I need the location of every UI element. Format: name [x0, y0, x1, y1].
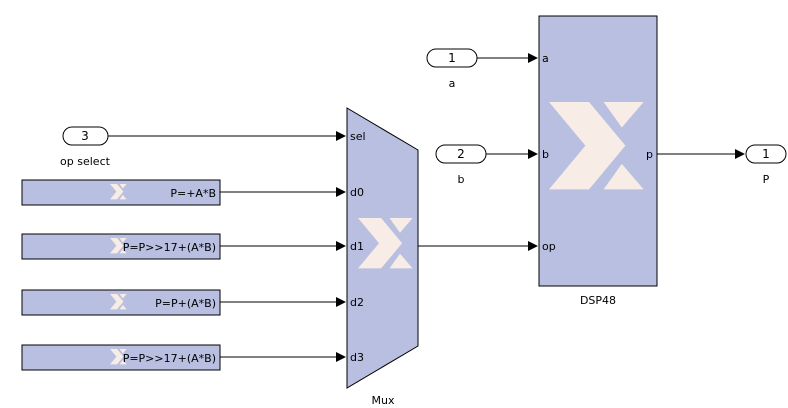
mux-port-sel: sel — [350, 130, 366, 143]
mux-block[interactable]: sel d0 d1 d2 d3 Mux — [346, 107, 419, 407]
arrow-d1 — [336, 241, 346, 251]
outport-p-label: P — [763, 173, 770, 186]
constant-0-text: P=+A*B — [170, 187, 216, 200]
arrow-d0 — [336, 187, 346, 197]
outport-p[interactable]: 1 P — [745, 144, 787, 186]
constant-block-1[interactable]: P=P>>17+(A*B) — [21, 233, 221, 260]
constant-block-2[interactable]: P=P+(A*B) — [21, 289, 221, 316]
dsp48-port-a: a — [542, 52, 549, 65]
constant-3-text: P=P>>17+(A*B) — [123, 352, 216, 365]
arrow-p — [735, 149, 745, 159]
arrow-sel — [336, 131, 346, 141]
signal-lines — [108, 53, 745, 362]
arrow-b — [528, 149, 538, 159]
inport-op-select[interactable]: 3 op select — [60, 126, 111, 168]
inport-b-number: 2 — [457, 147, 465, 161]
arrow-d2 — [336, 297, 346, 307]
inport-op-select-label: op select — [60, 155, 111, 168]
constant-block-0[interactable]: P=+A*B — [21, 179, 221, 206]
arrow-a — [528, 53, 538, 63]
arrow-op — [528, 241, 538, 251]
constant-2-text: P=P+(A*B) — [155, 297, 216, 310]
dsp48-port-p: p — [646, 148, 653, 161]
inport-a-label: a — [449, 77, 456, 90]
mux-port-d3: d3 — [350, 351, 364, 364]
inport-b[interactable]: 2 b — [435, 144, 487, 186]
constant-1-text: P=P>>17+(A*B) — [123, 241, 216, 254]
dsp48-port-op: op — [542, 240, 556, 253]
mux-port-d0: d0 — [350, 186, 364, 199]
mux-block-name: Mux — [372, 394, 395, 407]
dsp48-port-b: b — [542, 148, 549, 161]
constant-block-3[interactable]: P=P>>17+(A*B) — [21, 344, 221, 371]
dsp48-block[interactable]: a b op p DSP48 — [538, 15, 658, 307]
dsp48-block-name: DSP48 — [580, 294, 616, 307]
inport-op-select-number: 3 — [81, 129, 89, 143]
inport-b-label: b — [458, 173, 465, 186]
outport-p-number: 1 — [762, 147, 770, 161]
mux-port-d2: d2 — [350, 296, 364, 309]
inport-a[interactable]: 1 a — [426, 48, 478, 90]
inport-a-number: 1 — [448, 51, 456, 65]
arrow-d3 — [336, 352, 346, 362]
mux-port-d1: d1 — [350, 240, 364, 253]
